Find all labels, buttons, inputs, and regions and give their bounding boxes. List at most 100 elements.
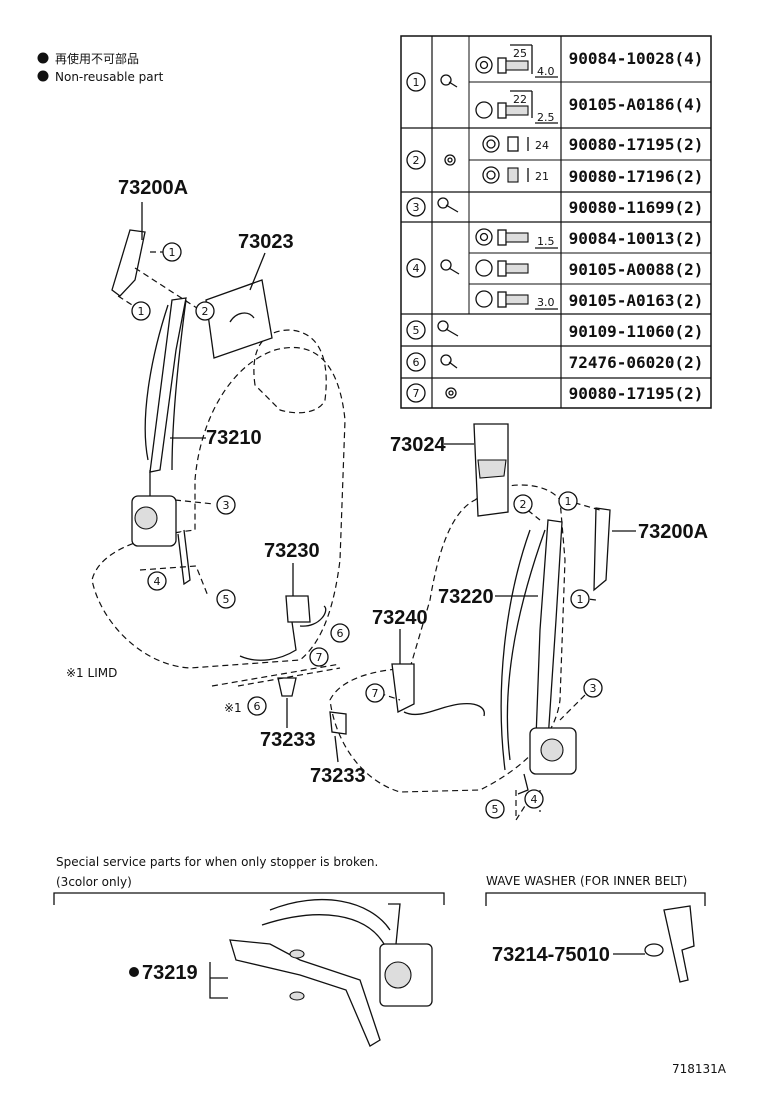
table-part-number: 90105-A0088(2) — [569, 260, 704, 279]
label-73023: 73023 — [238, 231, 294, 253]
bolt-spec-icon: 3.0 — [475, 290, 558, 310]
stopper-icon — [289, 991, 305, 1001]
svg-text:5: 5 — [492, 803, 499, 816]
svg-text:2: 2 — [202, 305, 209, 318]
svg-text:1: 1 — [138, 305, 145, 318]
table-ref-2: 2 — [406, 150, 426, 170]
table-ref-3: 3 — [406, 197, 426, 217]
label-73230: 73230 — [264, 540, 320, 562]
label-73200a-left: 73200A — [118, 177, 188, 199]
special-service-note: Special service parts for when only stop… — [56, 855, 378, 869]
table-part-number: 90084-10028(4) — [569, 49, 704, 68]
callout-2: 2 — [513, 494, 533, 514]
svg-text:5: 5 — [413, 324, 420, 337]
table-ref-6: 6 — [406, 352, 426, 372]
svg-text:3: 3 — [413, 201, 420, 214]
table-part-number: 90105-A0163(2) — [569, 291, 704, 310]
svg-text:1: 1 — [577, 593, 584, 606]
table-ref-4: 4 — [406, 258, 426, 278]
svg-text:5: 5 — [223, 593, 230, 606]
bolt-icon — [440, 354, 458, 369]
bolt-icon — [440, 74, 458, 88]
svg-text:7: 7 — [372, 687, 379, 700]
svg-text:7: 7 — [413, 387, 420, 400]
callout-1: 1 — [570, 589, 590, 609]
left-seat-outline — [91, 329, 346, 669]
nut-spec-icon: 21 — [482, 166, 549, 184]
svg-text:6: 6 — [337, 627, 344, 640]
svg-text:25: 25 — [513, 47, 527, 60]
callout-1: 1 — [131, 301, 151, 321]
svg-text:3.0: 3.0 — [537, 296, 555, 309]
callout-7: 7 — [365, 683, 385, 703]
bolt-spec-icon — [475, 259, 529, 277]
svg-text:22: 22 — [513, 93, 527, 106]
callout-6: 6 — [330, 623, 350, 643]
right-seat-belt-73220 — [500, 507, 611, 795]
label-73210: 73210 — [206, 427, 262, 449]
table-part-number: 72476-06020(2) — [569, 353, 704, 372]
left-seat-belt-73210 — [111, 229, 191, 586]
callout-6: 6 — [247, 696, 267, 716]
svg-text:4.0: 4.0 — [537, 65, 555, 78]
buckle-73230 — [239, 595, 327, 661]
callout-7: 7 — [309, 647, 329, 667]
table-ref-1: 1 — [406, 72, 426, 92]
right-seat-outline — [329, 484, 566, 793]
buckle-73240 — [391, 663, 485, 717]
svg-text:1: 1 — [169, 246, 176, 259]
bolt-icon — [437, 197, 459, 213]
figure-id: 718131A — [672, 1062, 727, 1076]
svg-text:2: 2 — [520, 498, 527, 511]
label-73240: 73240 — [372, 607, 428, 629]
callout-5: 5 — [216, 589, 236, 609]
callout-4: 4 — [147, 571, 167, 591]
non-reusable-dot-icon — [37, 70, 49, 82]
label-73233-a: 73233 — [260, 729, 316, 751]
bolt-spec-icon: 22 2.5 — [475, 90, 558, 124]
callout-5: 5 — [485, 799, 505, 819]
svg-text:1: 1 — [565, 495, 572, 508]
callout-1: 1 — [558, 491, 578, 511]
table-part-number: 90080-17195(2) — [569, 384, 704, 403]
cover-73233-a — [277, 677, 297, 697]
table-part-number: 90109-11060(2) — [569, 322, 704, 341]
non-reusable-dot-icon — [129, 967, 139, 977]
wave-washer-note: WAVE WASHER (FOR INNER BELT) — [486, 874, 687, 888]
svg-text:6: 6 — [254, 700, 261, 713]
nut-spec-icon: 24 — [482, 135, 549, 153]
legend-line-1: 再使用不可部品 — [55, 51, 139, 66]
limd-mark: ※1 — [224, 701, 242, 715]
part-labels: 73200A 73023 73210 73230 73233 73233 730… — [66, 177, 708, 787]
callout-4: 4 — [524, 789, 544, 809]
label-73024: 73024 — [390, 434, 446, 456]
callout-3: 3 — [583, 678, 603, 698]
bolt-spec-icon: 1.5 — [475, 228, 558, 249]
table-part-number: 90084-10013(2) — [569, 229, 704, 248]
table-part-number: 90105-A0186(4) — [569, 95, 704, 114]
trim-73023 — [205, 279, 273, 359]
table-part-number: 90080-17196(2) — [569, 167, 704, 186]
height-adjuster-left — [111, 229, 146, 297]
wave-washer-section: WAVE WASHER (FOR INNER BELT) 73214-75010 — [485, 874, 706, 983]
table-part-number: 90080-17195(2) — [569, 135, 704, 154]
wave-washer-icon — [644, 943, 664, 957]
svg-text:3: 3 — [223, 499, 230, 512]
special-service-section: Special service parts for when only stop… — [53, 855, 445, 1047]
buckle-icon — [663, 905, 695, 983]
svg-text:1.5: 1.5 — [537, 235, 555, 248]
bolt-spec-icon: 25 4.0 — [475, 44, 558, 78]
svg-text:7: 7 — [316, 651, 323, 664]
table-part-number: 90080-11699(2) — [569, 198, 704, 217]
legend-line-2: Non-reusable part — [55, 70, 164, 84]
legend: 再使用不可部品 Non-reusable part — [37, 51, 164, 84]
label-73214-75010: 73214-75010 — [492, 944, 610, 966]
svg-text:3: 3 — [590, 682, 597, 695]
stopper-icon — [289, 949, 305, 959]
fastener-table: 1 2 3 4 5 6 7 25 4.0 22 2.5 — [400, 35, 712, 409]
bolt-icon — [437, 320, 459, 337]
callouts: 1 1 2 3 4 5 6 7 6 7 2 1 1 3 4 5 — [131, 242, 603, 819]
nut-icon — [445, 387, 457, 399]
callout-1: 1 — [162, 242, 182, 262]
